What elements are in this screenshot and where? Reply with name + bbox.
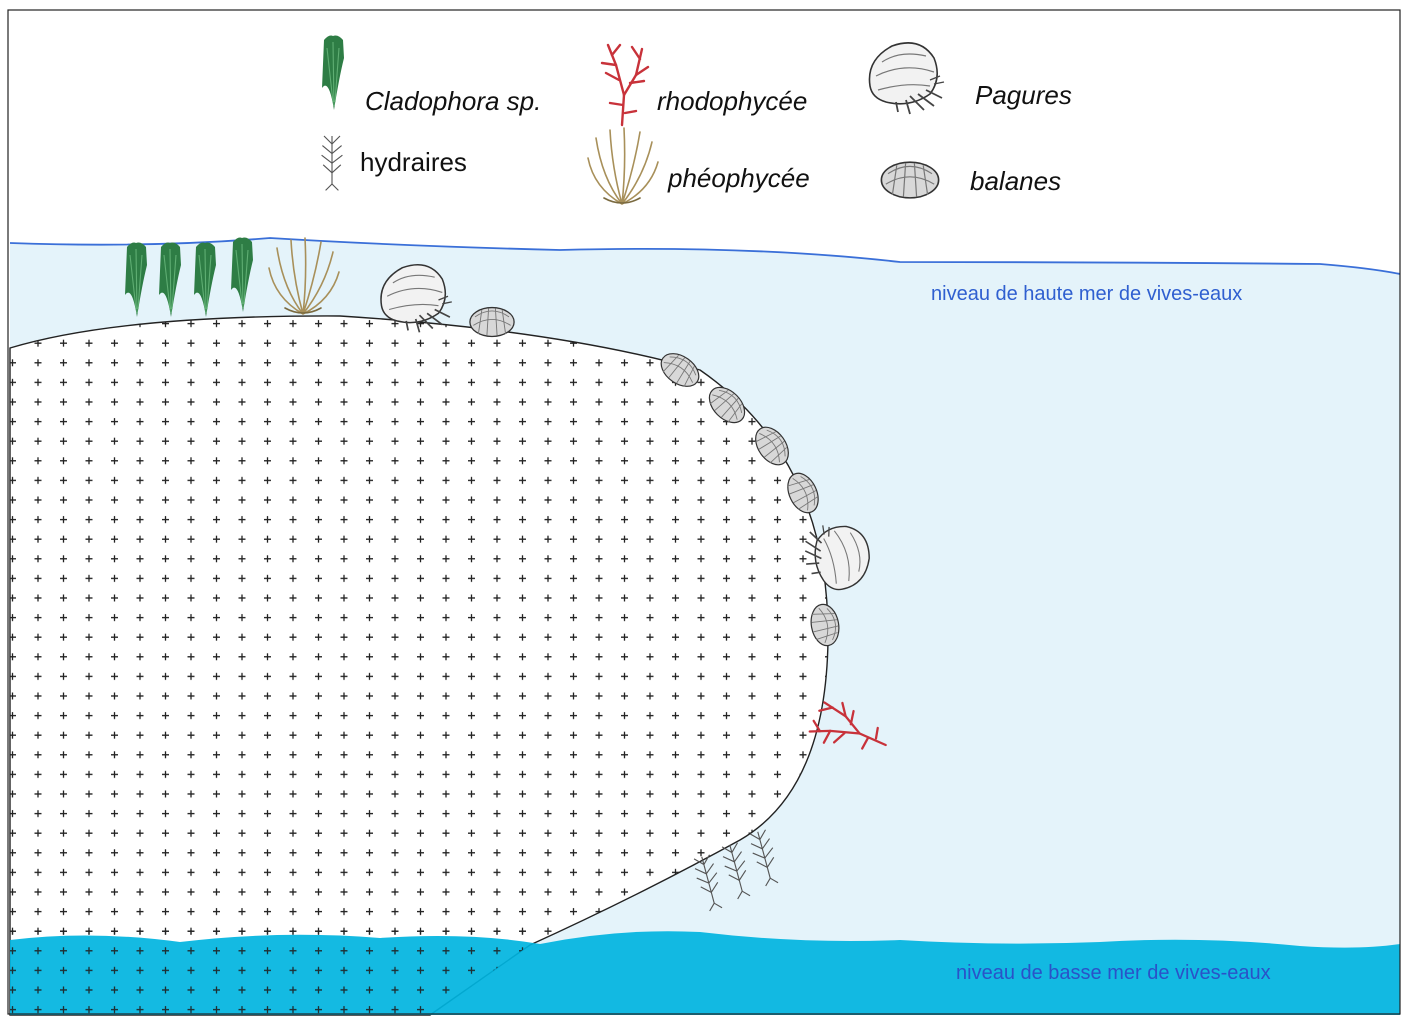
pheophycee-icon — [588, 128, 658, 204]
legend-label-hydraires: hydraires — [360, 147, 467, 178]
legend-label-pagures: Pagures — [975, 80, 1072, 111]
legend-label-pheophycee: phéophycée — [668, 163, 810, 194]
hydraire-icon — [322, 136, 343, 190]
high-tide-label: niveau de haute mer de vives-eaux — [931, 283, 1242, 306]
cladophora-icon — [322, 36, 344, 111]
balane-on-rock — [470, 308, 514, 337]
low-tide-label: niveau de basse mer de vives-eaux — [956, 962, 1271, 985]
legend-label-balanes: balanes — [970, 166, 1061, 197]
pagure-icon — [869, 43, 944, 114]
legend-label-rhodophycee: rhodophycée — [657, 86, 807, 117]
legend-label-cladophora: Cladophora sp. — [365, 86, 541, 117]
balane-icon — [881, 162, 938, 198]
rhodophycee-icon — [602, 45, 648, 125]
